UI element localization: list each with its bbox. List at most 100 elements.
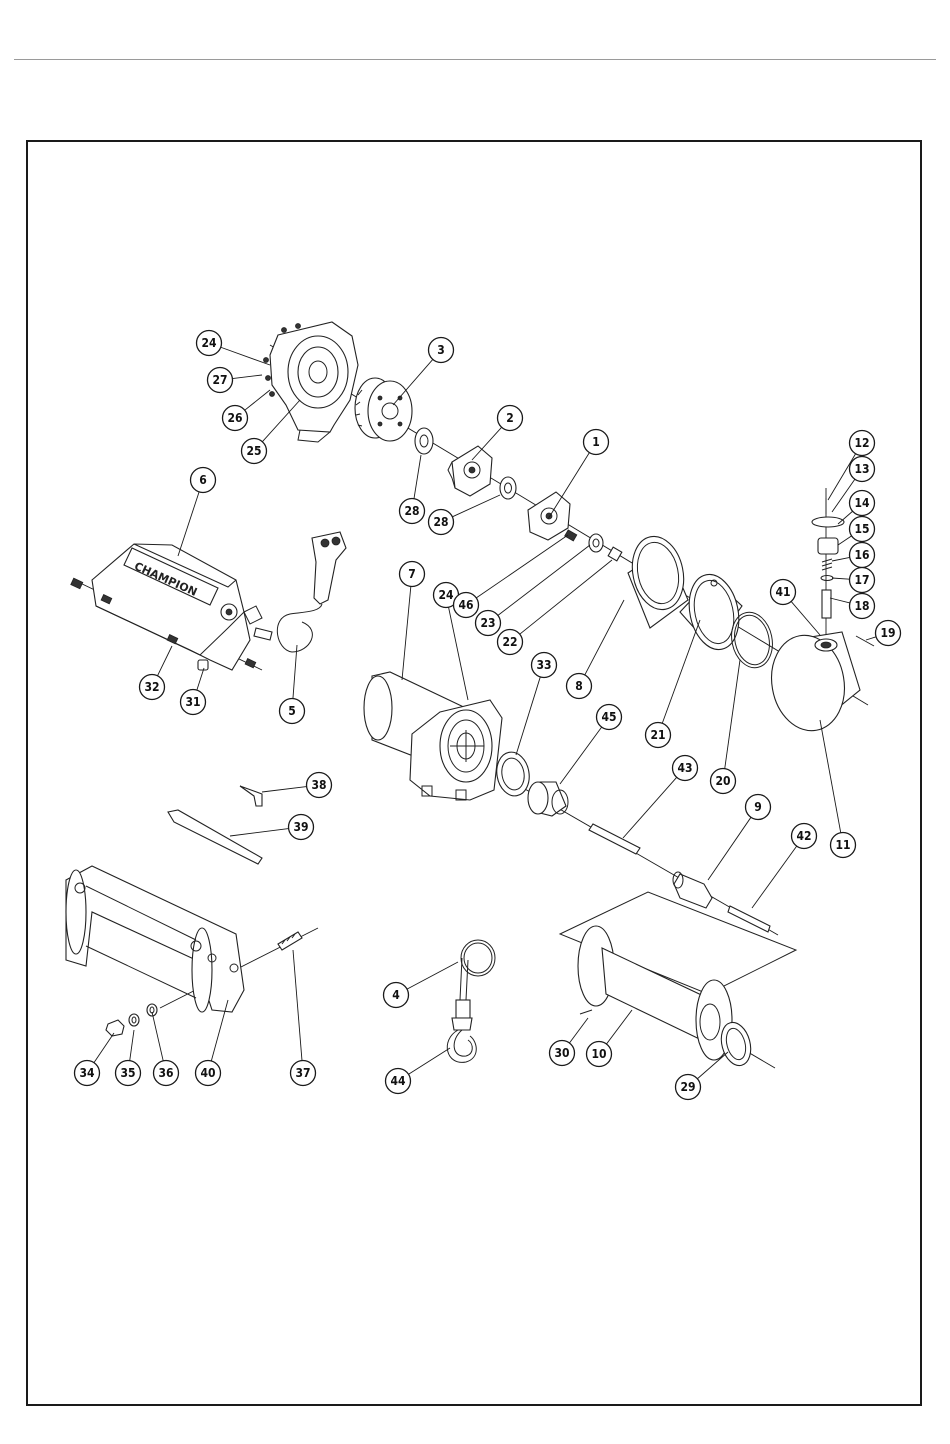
callout-number: 13: [854, 462, 869, 476]
roller-fairlead-40: [66, 866, 244, 1012]
leader-line-28: [414, 455, 421, 499]
callout-number: 41: [775, 585, 790, 599]
callout-40: 40: [196, 1061, 221, 1086]
shaft-coupler-9: [673, 872, 712, 908]
callout-33: 33: [532, 653, 557, 678]
callout-32: 32: [140, 675, 165, 700]
leader-line-16: [832, 557, 850, 561]
leader-line-3: [393, 359, 433, 405]
leader-line-19: [866, 637, 876, 640]
leader-line-44: [409, 1048, 450, 1074]
leader-line-18: [830, 598, 850, 603]
callout-18: 18: [850, 594, 875, 619]
leader-line-6: [178, 492, 199, 556]
callout-number: 37: [295, 1066, 310, 1080]
planetary-gear-2: [448, 446, 492, 496]
callout-number: 24: [438, 588, 454, 602]
leader-line-31: [197, 668, 204, 690]
callout-number: 39: [293, 820, 308, 834]
callout-21: 21: [646, 723, 671, 748]
callout-number: 22: [502, 635, 517, 649]
callout-number: 42: [796, 829, 811, 843]
leader-line-8: [585, 600, 624, 675]
callout-45: 45: [597, 705, 622, 730]
callout-number: 23: [480, 616, 495, 630]
leader-line-17: [832, 578, 850, 579]
callout-26: 26: [223, 406, 248, 431]
leader-line-37: [293, 950, 302, 1061]
leader-line-21: [662, 620, 700, 723]
leader-line-46: [476, 535, 568, 598]
leader-line-27: [232, 375, 262, 379]
callout-number: 36: [158, 1066, 173, 1080]
callout-28: 28: [429, 510, 454, 535]
seal-ring-33: [493, 750, 532, 799]
callout-13: 13: [850, 457, 875, 482]
callout-number: 24: [201, 336, 217, 350]
callout-30: 30: [550, 1041, 575, 1066]
leader-line-4: [407, 962, 458, 989]
callout-number: 32: [144, 680, 159, 694]
callout-number: 21: [650, 728, 665, 742]
leader-line-45: [560, 727, 602, 784]
callout-37: 37: [291, 1061, 316, 1086]
callout-2: 2: [498, 406, 523, 431]
callout-9: 9: [746, 795, 771, 820]
callout-number: 28: [433, 515, 448, 529]
callout-23: 23: [476, 611, 501, 636]
leader-line-35: [130, 1030, 134, 1061]
leader-line-14: [838, 511, 853, 524]
leader-line-38: [262, 787, 307, 792]
remote-control-5: [254, 532, 346, 652]
callout-number: 2: [506, 411, 514, 425]
callout-25: 25: [242, 439, 267, 464]
leader-line-33: [516, 677, 540, 755]
leader-line-11: [820, 720, 841, 833]
leader-line-36: [152, 1012, 163, 1061]
cable-drum-10: [560, 892, 796, 1060]
callout-7: 7: [400, 562, 425, 587]
leader-line-28: [452, 495, 500, 517]
motor-7: [364, 672, 502, 800]
callout-number: 5: [288, 704, 296, 718]
callout-number: 40: [200, 1066, 215, 1080]
callout-35: 35: [116, 1061, 141, 1086]
callout-31: 31: [181, 690, 206, 715]
callout-3: 3: [429, 338, 454, 363]
leader-line-34: [94, 1033, 114, 1063]
leader-line-43: [623, 777, 677, 838]
callout-42: 42: [792, 824, 817, 849]
callout-1: 1: [584, 430, 609, 455]
callout-number: 10: [591, 1047, 606, 1061]
callout-number: 16: [854, 548, 869, 562]
callout-43: 43: [673, 756, 698, 781]
callout-number: 14: [854, 496, 870, 510]
callout-28: 28: [400, 499, 425, 524]
callout-16: 16: [850, 543, 875, 568]
callout-number: 44: [390, 1074, 406, 1088]
callout-number: 19: [880, 626, 895, 640]
leader-line-42: [752, 846, 797, 908]
callout-number: 29: [680, 1080, 695, 1094]
callout-number: 3: [437, 343, 445, 357]
leader-line-10: [607, 1010, 633, 1044]
callout-29: 29: [676, 1075, 701, 1100]
callout-44: 44: [386, 1069, 411, 1094]
callout-5: 5: [280, 699, 305, 724]
callout-11: 11: [831, 833, 856, 858]
control-box-cover-6: CHAMPION: [71, 544, 262, 670]
callout-number: 9: [754, 800, 762, 814]
callout-10: 10: [587, 1042, 612, 1067]
end-housing-11: [764, 629, 860, 736]
leader-line-22: [520, 560, 612, 634]
callout-number: 15: [854, 522, 869, 536]
callout-number: 38: [311, 778, 326, 792]
callout-27: 27: [208, 368, 233, 393]
gear-housing-end-plate: [264, 322, 359, 442]
callout-number: 43: [677, 761, 692, 775]
callout-46: 46: [454, 593, 479, 618]
callout-number: 26: [227, 411, 242, 425]
callout-number: 6: [199, 473, 207, 487]
callout-number: 4: [392, 988, 400, 1002]
callout-number: 8: [575, 679, 583, 693]
